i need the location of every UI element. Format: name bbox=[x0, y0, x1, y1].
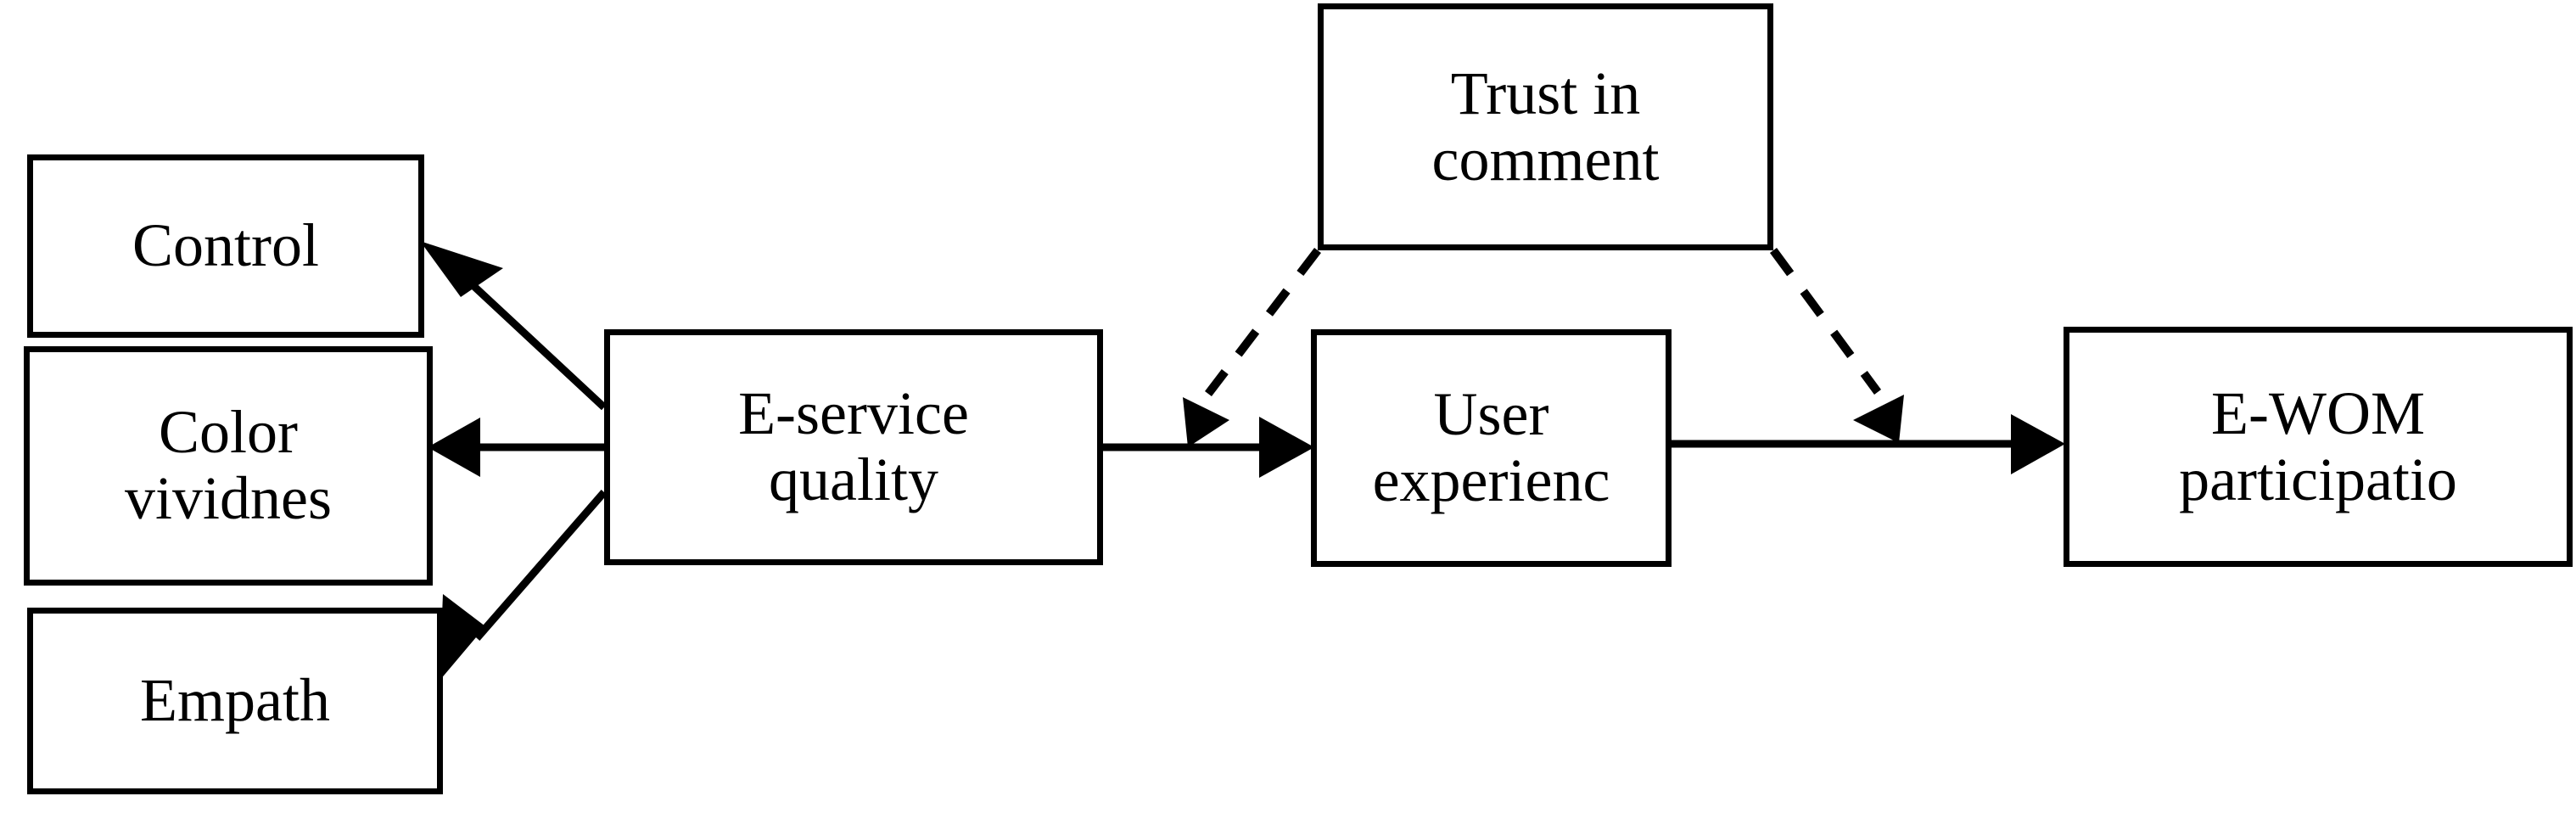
arrowhead-ux bbox=[1259, 417, 1314, 478]
node-user-experience-label: User experienc bbox=[1372, 380, 1610, 514]
node-trust-in-comment[interactable]: Trust in comment bbox=[1318, 3, 1773, 250]
arrowhead-color bbox=[428, 418, 480, 477]
node-e-service-quality[interactable]: E-service quality bbox=[604, 329, 1103, 565]
node-e-service-quality-label: E-service quality bbox=[738, 379, 969, 513]
edge-trust-to-esq-ux bbox=[1183, 247, 1321, 447]
node-empath[interactable]: Empath bbox=[27, 608, 443, 794]
edge-trust-to-ux-ewom bbox=[1769, 248, 1904, 443]
arrowhead-ewom bbox=[2011, 414, 2065, 474]
node-control-label: Control bbox=[132, 211, 319, 280]
edge-esq-to-control bbox=[420, 241, 608, 411]
node-color-vividness-label: Color vividnes bbox=[125, 398, 332, 532]
node-ewom-participation-label: E-WOM participatio bbox=[2179, 378, 2457, 513]
node-user-experience[interactable]: User experienc bbox=[1311, 329, 1672, 567]
arrowhead-trust-right-tri bbox=[1853, 395, 1904, 443]
arrowhead-empath bbox=[440, 594, 485, 681]
node-ewom-participation[interactable]: E-WOM participatio bbox=[2064, 327, 2573, 567]
node-control[interactable]: Control bbox=[27, 154, 424, 338]
node-trust-in-comment-label: Trust in comment bbox=[1431, 59, 1660, 193]
edge-esq-to-color bbox=[428, 418, 604, 477]
edge-esq-to-ux bbox=[1103, 417, 1314, 478]
node-color-vividness[interactable]: Color vividnes bbox=[24, 346, 433, 586]
edge-esq-to-empath bbox=[440, 490, 608, 681]
arrowhead-control bbox=[420, 241, 503, 297]
arrowhead-trust-left bbox=[1183, 397, 1229, 447]
edge-ux-to-ewom bbox=[1672, 414, 2065, 474]
node-empath-label: Empath bbox=[140, 666, 330, 735]
